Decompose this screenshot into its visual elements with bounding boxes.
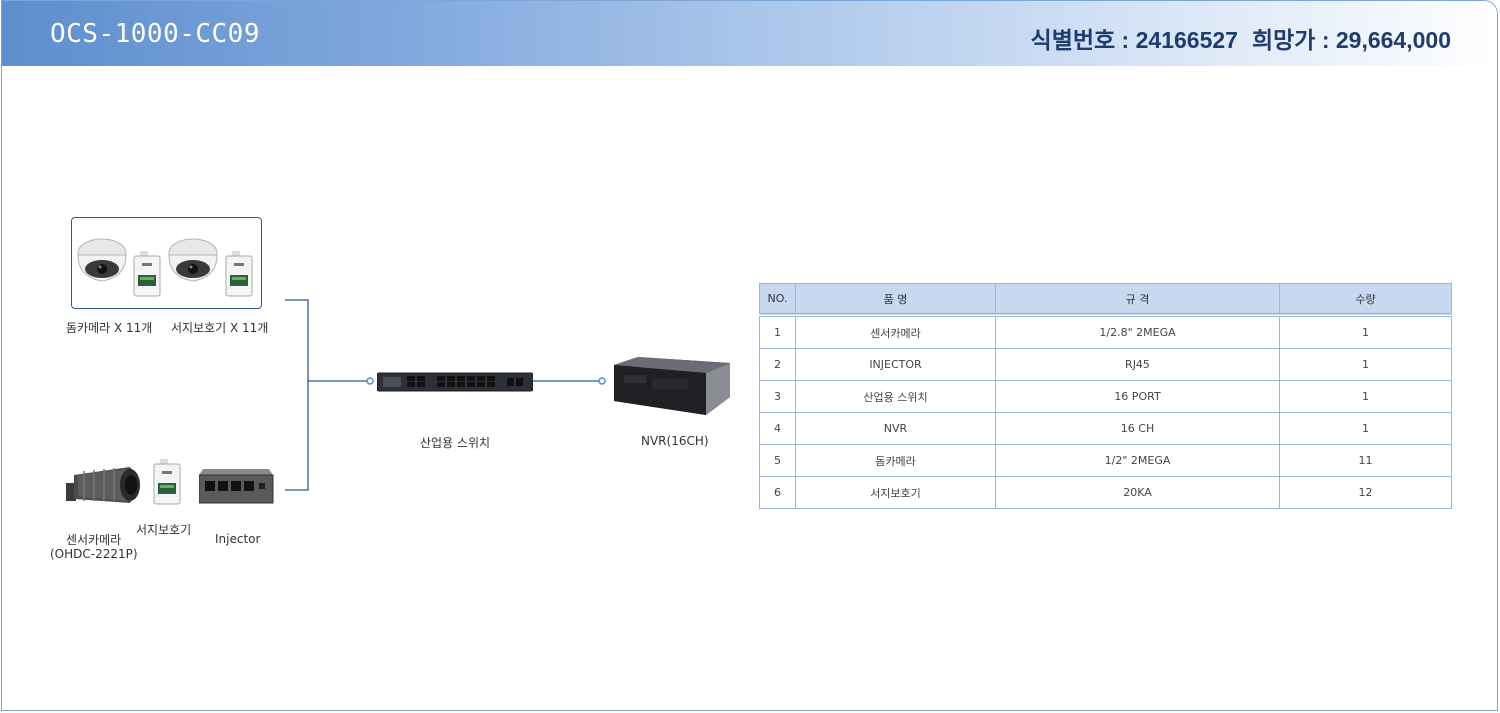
cell-item: INJECTOR xyxy=(795,348,996,381)
table-row: 4 NVR 16 CH 1 xyxy=(759,412,1452,445)
sensor-camera-model-label: (OHDC-2221P) xyxy=(50,547,138,561)
surge-protector-icon xyxy=(133,251,161,297)
cell-item: NVR xyxy=(795,412,996,445)
desired-price: 희망가 : 29,664,000 xyxy=(1251,27,1451,53)
cell-item: 센서카메라 xyxy=(795,314,996,349)
column-header-item: 품 명 xyxy=(795,283,996,317)
header-bar: OCS-1000-CC09 식별번호 : 24166527 희망가 : 29,66… xyxy=(2,1,1497,66)
surge-protector-count-label: 서지보호기 X 11개 xyxy=(171,321,269,335)
cell-spec: RJ45 xyxy=(995,348,1280,381)
industrial-switch-icon xyxy=(377,372,533,392)
cell-qty: 1 xyxy=(1279,348,1452,381)
cell-spec: 1/2" 2MEGA xyxy=(995,444,1280,477)
table-row: 1 센서카메라 1/2.8" 2MEGA 1 xyxy=(759,314,1452,349)
table-row: 6 서지보호기 20KA 12 xyxy=(759,476,1452,509)
cell-spec: 20KA xyxy=(995,476,1280,509)
header-meta: 식별번호 : 24166527 희망가 : 29,664,000 xyxy=(1031,21,1451,55)
cell-spec: 16 CH xyxy=(995,412,1280,445)
cell-qty: 12 xyxy=(1279,476,1452,509)
nvr-label: NVR(16CH) xyxy=(641,434,709,448)
surge-protector-icon xyxy=(225,251,253,297)
cell-item: 산업용 스위치 xyxy=(795,380,996,413)
spec-table: NO. 품 명 규 격 수량 1 센서카메라 1/2.8" 2MEGA 1 2 … xyxy=(759,283,1452,509)
table-header-row: NO. 품 명 규 격 수량 xyxy=(759,283,1452,317)
poe-injector-icon xyxy=(199,469,274,504)
nvr-server-icon xyxy=(614,357,730,415)
dome-camera-icon xyxy=(168,238,218,282)
surge-protector-icon xyxy=(153,459,181,505)
cell-no: 2 xyxy=(759,348,796,381)
cell-spec: 16 PORT xyxy=(995,380,1280,413)
cell-no: 3 xyxy=(759,380,796,413)
column-header-spec: 규 격 xyxy=(995,283,1280,317)
cell-qty: 1 xyxy=(1279,380,1452,413)
dome-camera-label: 돔카메라 X 11개 xyxy=(66,321,153,335)
id-number: 식별번호 : 24166527 xyxy=(1030,27,1238,53)
cell-no: 5 xyxy=(759,444,796,477)
model-title: OCS-1000-CC09 xyxy=(50,19,260,49)
table-row: 3 산업용 스위치 16 PORT 1 xyxy=(759,380,1452,413)
cell-item: 돔카메라 xyxy=(795,444,996,477)
column-header-qty: 수량 xyxy=(1279,283,1452,317)
cell-qty: 11 xyxy=(1279,444,1452,477)
sensor-camera-icon xyxy=(66,467,140,503)
cell-qty: 1 xyxy=(1279,314,1452,349)
injector-label: Injector xyxy=(215,532,261,546)
sensor-camera-label: 센서카메라 xyxy=(66,533,122,547)
table-row: 2 INJECTOR RJ45 1 xyxy=(759,348,1452,381)
dome-camera-group xyxy=(71,217,262,309)
table-row: 5 돔카메라 1/2" 2MEGA 11 xyxy=(759,444,1452,477)
cell-no: 1 xyxy=(759,314,796,349)
cell-item: 서지보호기 xyxy=(795,476,996,509)
dome-camera-icon xyxy=(77,238,127,282)
switch-label: 산업용 스위치 xyxy=(420,436,491,450)
cell-no: 6 xyxy=(759,476,796,509)
surge-protector-label: 서지보호기 xyxy=(136,523,192,537)
cell-qty: 1 xyxy=(1279,412,1452,445)
cell-spec: 1/2.8" 2MEGA xyxy=(995,314,1280,349)
column-header-no: NO. xyxy=(759,283,796,317)
cell-no: 4 xyxy=(759,412,796,445)
